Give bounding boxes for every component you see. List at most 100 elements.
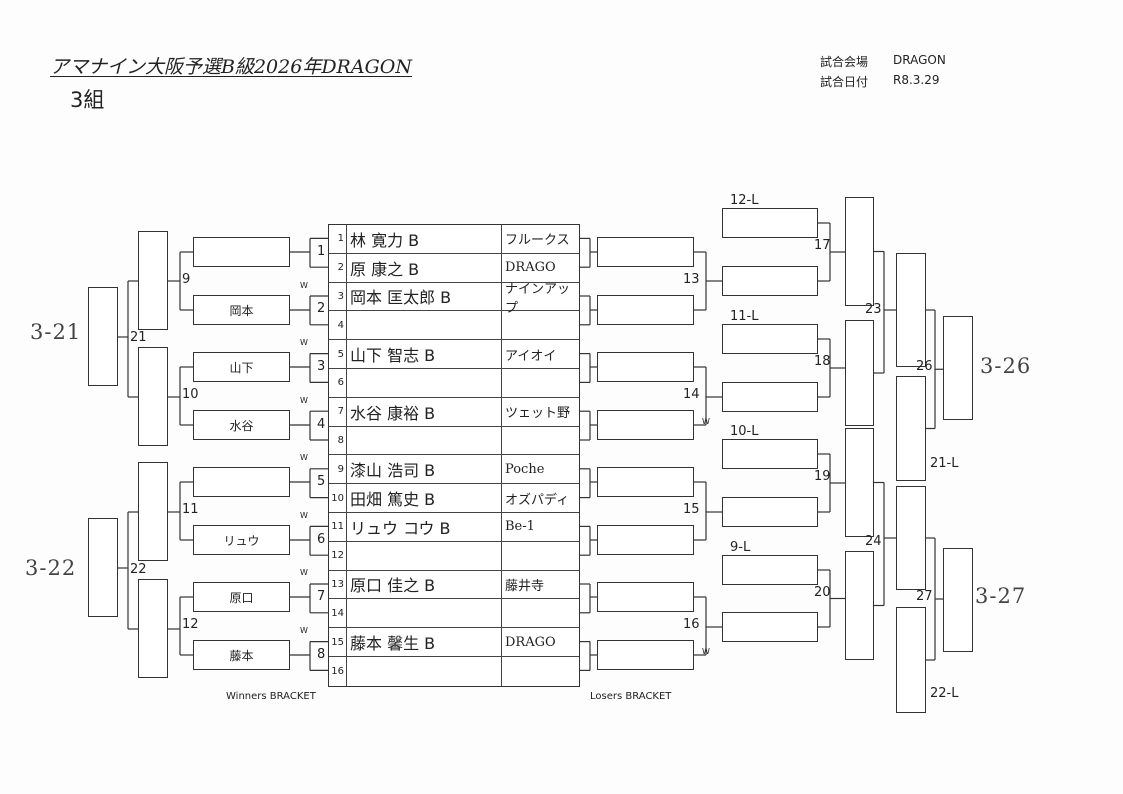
- team-name[interactable]: [502, 542, 579, 570]
- losers-round3-box[interactable]: [845, 197, 874, 306]
- losers-match-box[interactable]: [722, 612, 818, 642]
- player-name[interactable]: [347, 426, 502, 455]
- winners-round3-box[interactable]: [88, 287, 118, 386]
- match-number: 27: [916, 589, 933, 604]
- losers-match-box[interactable]: [597, 525, 694, 555]
- date-value: R8.3.29: [893, 73, 940, 87]
- winners-match-box[interactable]: 原口: [193, 582, 290, 612]
- player-name[interactable]: [347, 368, 502, 397]
- team-name[interactable]: [502, 311, 579, 339]
- losers-match-box[interactable]: [597, 410, 694, 440]
- losers-round3-box[interactable]: [845, 551, 874, 660]
- winners-match-box[interactable]: 山下: [193, 352, 290, 382]
- player-name[interactable]: 藤本 馨生 B: [347, 628, 502, 656]
- match-number: 23: [865, 302, 882, 318]
- match-number: 11: [182, 502, 199, 517]
- player-name[interactable]: 岡本 匡太郎 B: [347, 282, 502, 311]
- winners-match-box[interactable]: 岡本: [193, 295, 290, 325]
- match-number: 5: [317, 474, 326, 490]
- losers-round4-box[interactable]: [896, 253, 926, 367]
- losers-match-box[interactable]: [722, 497, 818, 527]
- win-mark: W: [300, 281, 308, 290]
- winners-match-box[interactable]: 藤本: [193, 640, 290, 670]
- losers-match-box[interactable]: [722, 382, 818, 412]
- winners-match-box[interactable]: リュウ: [193, 525, 290, 555]
- losers-final-box[interactable]: [943, 316, 973, 420]
- losers-feed-box[interactable]: [722, 208, 818, 238]
- winners-match-box[interactable]: 水谷: [193, 410, 290, 440]
- team-name[interactable]: [502, 427, 579, 455]
- losers-match-box[interactable]: [597, 640, 694, 670]
- losers-match-box[interactable]: [722, 266, 818, 296]
- entry-number: 7: [329, 397, 347, 426]
- player-name[interactable]: 山下 智志 B: [347, 340, 502, 368]
- winners-round2-box[interactable]: [138, 579, 168, 678]
- losers-round3-box[interactable]: [845, 428, 874, 537]
- player-name[interactable]: リュウ コウ B: [347, 512, 502, 541]
- losers-match-box[interactable]: [597, 295, 694, 325]
- entry-row: 16: [329, 656, 579, 686]
- entry-row: 8: [329, 426, 579, 456]
- losers-match-box[interactable]: [597, 582, 694, 612]
- player-name[interactable]: 原口 佳之 B: [347, 570, 502, 599]
- player-name[interactable]: [347, 656, 502, 686]
- win-mark: W: [300, 453, 308, 462]
- win-mark: W: [300, 568, 308, 577]
- losers-feed-box[interactable]: [722, 439, 818, 469]
- losers-match-box[interactable]: [597, 352, 694, 382]
- winners-round2-box[interactable]: [138, 462, 168, 561]
- match-number: 2: [317, 301, 326, 317]
- winners-match-box[interactable]: [193, 467, 290, 497]
- player-name[interactable]: [347, 599, 502, 628]
- winners-round2-box[interactable]: [138, 347, 168, 446]
- winners-round3-box[interactable]: [88, 518, 118, 617]
- win-mark: W: [300, 626, 308, 635]
- match-number: 8: [317, 647, 326, 662]
- losers-match-box[interactable]: [597, 467, 694, 497]
- match-number: 14: [683, 387, 700, 402]
- loser-feed-label: 11-L: [730, 309, 759, 324]
- match-number: 20: [814, 584, 831, 600]
- team-name[interactable]: DRAGO: [505, 634, 556, 650]
- team-name[interactable]: オズパディ: [505, 492, 570, 508]
- match-number: 18: [814, 354, 831, 369]
- player-name[interactable]: [347, 311, 502, 340]
- team-name[interactable]: DRAGO: [505, 260, 556, 276]
- losers-round3-box[interactable]: [845, 320, 874, 426]
- player-name[interactable]: [347, 541, 502, 570]
- player-name[interactable]: 漆山 浩司 B: [347, 455, 502, 484]
- player-name[interactable]: 原 康之 B: [347, 253, 502, 282]
- loser-feed-label: 12-L: [730, 193, 759, 208]
- player-name[interactable]: 水谷 康裕 B: [347, 397, 502, 426]
- match-number: 7: [317, 589, 326, 605]
- entry-number: 6: [329, 368, 347, 397]
- winners-match-box[interactable]: [193, 237, 290, 267]
- team-name[interactable]: [502, 599, 579, 627]
- entry-row: 14: [329, 599, 579, 629]
- team-name[interactable]: [502, 369, 579, 397]
- losers-round4-box[interactable]: [896, 486, 926, 590]
- entry-number: 13: [329, 570, 347, 599]
- team-name[interactable]: アイオイ: [505, 348, 557, 364]
- team-name[interactable]: [502, 657, 579, 686]
- losers-feed-box[interactable]: [722, 324, 818, 354]
- losers-feed-box[interactable]: [722, 555, 818, 585]
- player-name[interactable]: 田畑 篤史 B: [347, 484, 502, 512]
- losers-round4-box[interactable]: [896, 376, 926, 481]
- team-name[interactable]: Be-1: [505, 519, 535, 535]
- winners-round2-box[interactable]: [138, 231, 168, 330]
- team-name[interactable]: フルークス: [505, 233, 570, 249]
- losers-final-box[interactable]: [943, 548, 973, 652]
- team-name[interactable]: 藤井寺: [505, 578, 545, 594]
- losers-match-box[interactable]: [597, 237, 694, 267]
- team-name[interactable]: ツェット野: [505, 406, 571, 422]
- losers-round4-box[interactable]: [896, 607, 926, 713]
- loser-feed-label: 22-L: [930, 686, 959, 701]
- team-name[interactable]: ナインアップ: [505, 281, 571, 316]
- entry-number: 5: [329, 340, 347, 368]
- player-name[interactable]: 林 寛力 B: [347, 225, 502, 253]
- match-number: 13: [683, 272, 700, 287]
- team-name[interactable]: Poche: [505, 461, 545, 477]
